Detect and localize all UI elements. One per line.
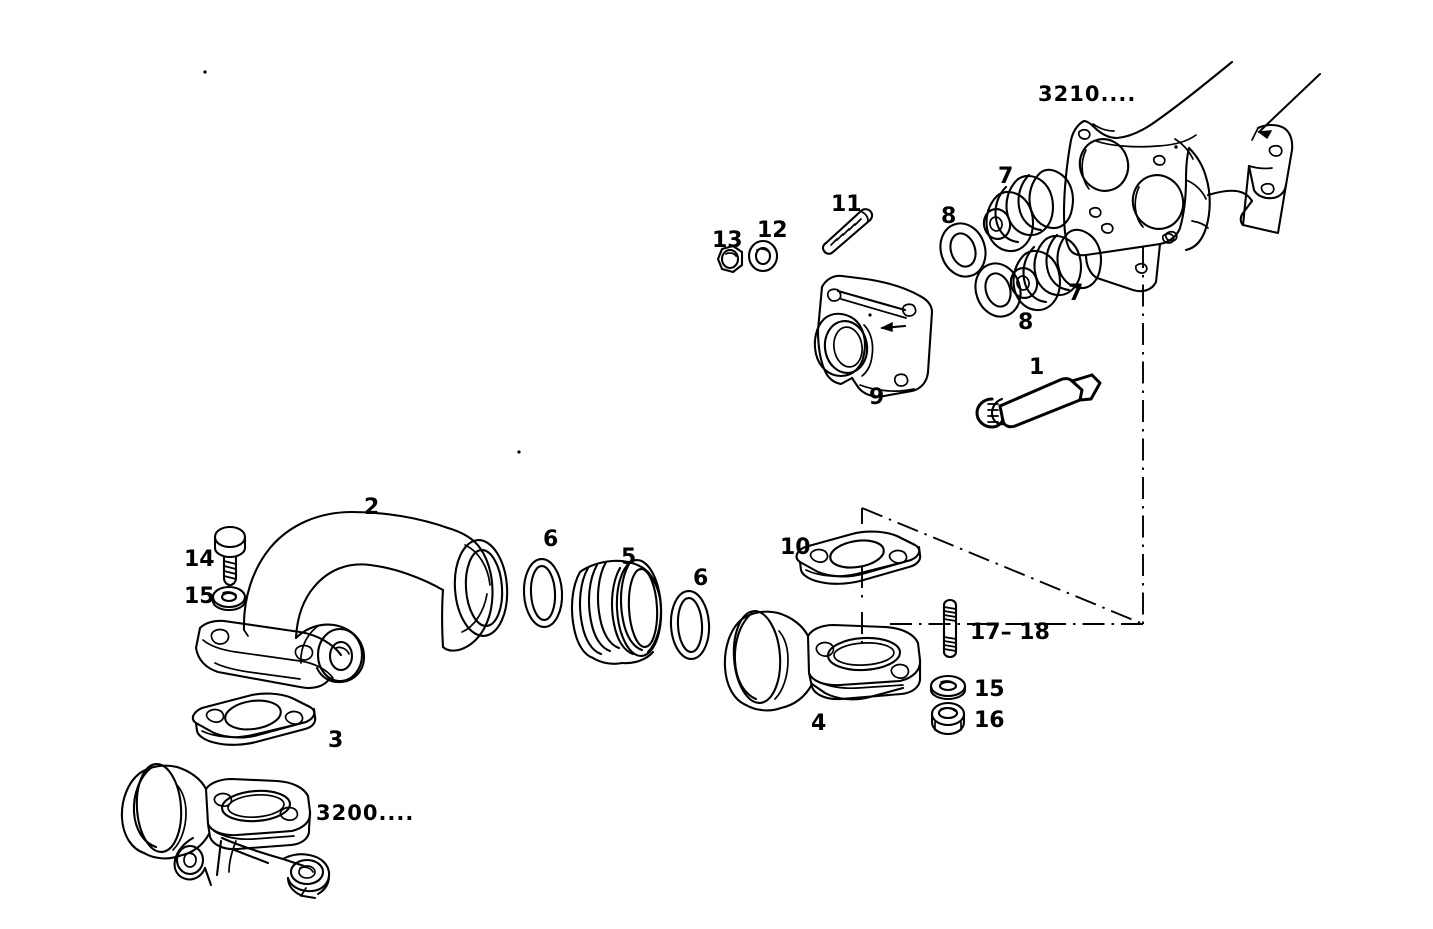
part-3-gasket-lower [191, 692, 317, 746]
part-6-ring-right [669, 589, 711, 661]
part-15-washer-right [929, 674, 967, 701]
part-9-connector-housing [813, 274, 934, 398]
part-4-elbow-pipe [723, 610, 922, 712]
part-label-17-18: 17– 18 [970, 620, 1050, 645]
part-label-3: 3 [328, 728, 344, 753]
part-label-10: 10 [780, 535, 811, 560]
part-label-11: 11 [831, 192, 862, 217]
part-label-15-right: 15 [974, 677, 1005, 702]
part-label-14: 14 [184, 547, 215, 572]
part-13-nut-small [716, 244, 744, 274]
part-12-washer-small [747, 239, 779, 273]
part-16-hex-nut [930, 701, 966, 736]
part-1-sealant-tube [975, 373, 1102, 429]
part-label-15-left: 15 [184, 584, 215, 609]
part-7-8-cluster [939, 168, 1103, 318]
part-7-bushing-upper [982, 168, 1075, 253]
part-label-5: 5 [621, 545, 637, 570]
part-label-6-left: 6 [543, 527, 559, 552]
part-label-8-lower: 8 [1018, 310, 1034, 335]
part-3200-pipe-stub [120, 763, 331, 900]
part-label-16: 16 [974, 708, 1005, 733]
part-label-1: 1 [1029, 355, 1045, 380]
part-label-8-upper: 8 [941, 204, 957, 229]
part-label-6-right: 6 [693, 566, 709, 591]
part-2-connecting-pipe [194, 510, 509, 690]
part-6-ring-left [522, 557, 564, 629]
part-8-ring-lower [974, 262, 1022, 318]
part-3210-manifold [1062, 60, 1321, 293]
part-5-bellows [570, 559, 663, 665]
part-14-bolt [213, 525, 247, 587]
part-label-2: 2 [364, 495, 380, 520]
part-15-washer-left [211, 585, 247, 612]
part-10-gasket-upper [795, 530, 922, 585]
part-11-dowel-pin [821, 208, 874, 255]
speck [517, 450, 521, 454]
part-label-4: 4 [811, 711, 827, 736]
group-label-3210: 3210.... [1038, 82, 1137, 106]
part-label-13: 13 [712, 228, 743, 253]
part-label-7-lower: 7 [1068, 281, 1084, 306]
part-label-12: 12 [757, 218, 788, 243]
part-7-bushing-lower [1009, 228, 1103, 312]
part-label-7-upper: 7 [998, 164, 1014, 189]
speck [203, 70, 207, 74]
group-label-3200: 3200.... [316, 801, 415, 825]
part-17-18-stud [942, 598, 958, 659]
part-label-9: 9 [869, 385, 885, 410]
part-8-ring-upper [939, 222, 987, 278]
